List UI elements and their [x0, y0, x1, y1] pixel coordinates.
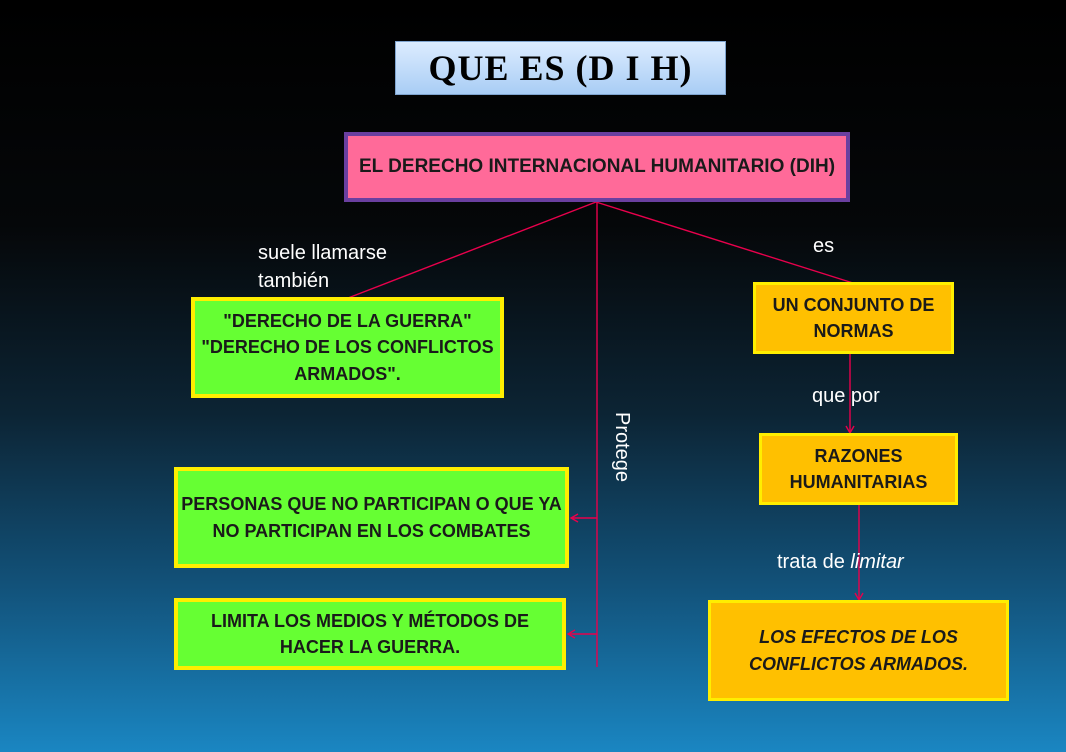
node-razones-humanitarias: RAZONES HUMANITARIAS	[759, 433, 958, 505]
edge-label-es: es	[813, 235, 835, 257]
node-limita-medios: LIMITA LOS MEDIOS Y MÉTODOS DE HACER LA …	[174, 598, 566, 670]
edge-label-que-por: que por	[812, 385, 880, 407]
node-dih: EL DERECHO INTERNACIONAL HUMANITARIO (DI…	[344, 132, 850, 202]
node-derecho-guerra: "DERECHO DE LA GUERRA" "DERECHO DE LOS C…	[191, 297, 504, 398]
edge-label-trata-emphasis: limitar	[850, 551, 904, 573]
edge-label-trata: trata de limitar	[777, 548, 904, 576]
page-title: QUE ES (D I H)	[395, 41, 726, 95]
edge-label-protege: Protege	[611, 412, 633, 483]
node-efectos-conflictos: LOS EFECTOS DE LOS CONFLICTOS ARMADOS.	[708, 600, 1009, 701]
node-conjunto-normas: UN CONJUNTO DE NORMAS	[753, 282, 954, 354]
edge-label-suele: suele llamarse también	[258, 242, 387, 292]
edge-label-trata-prefix: trata de	[777, 551, 851, 573]
node-personas: PERSONAS QUE NO PARTICIPAN O QUE YA NO P…	[174, 467, 569, 568]
